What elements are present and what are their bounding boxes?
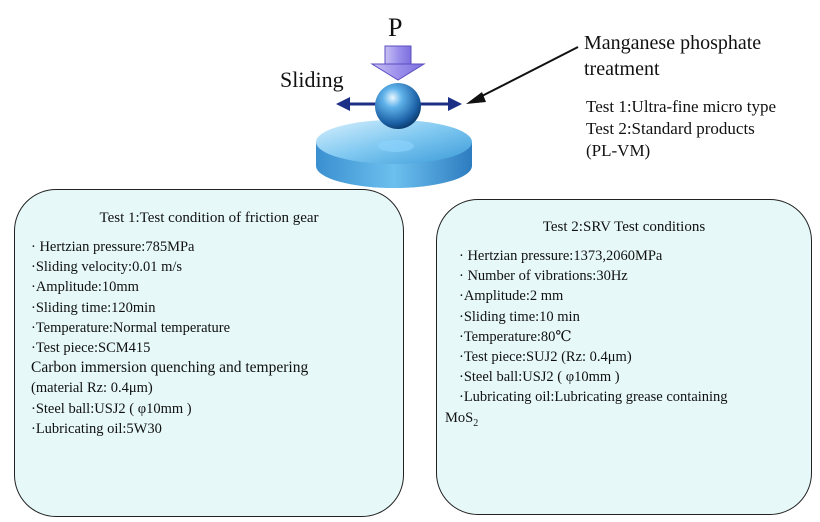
condition-line: ·Temperature:80℃	[459, 328, 572, 345]
steel-ball	[375, 83, 421, 129]
condition-line: ·Lubricating oil:Lubricating grease cont…	[459, 389, 728, 406]
test-list-item: Test 2:Standard products	[586, 119, 755, 138]
pointer-arrow	[466, 46, 579, 104]
test1-conditions-box: Test 1:Test condition of friction gear ·…	[14, 189, 404, 517]
condition-line: ·Test piece:SCM415	[31, 340, 151, 357]
condition-line: ·Sliding time:120min	[31, 299, 156, 316]
test2-lines: · Hertzian pressure:1373,2060MPa · Numbe…	[445, 246, 807, 434]
test1-lines: · Hertzian pressure:785MPa ·Sliding velo…	[31, 237, 393, 439]
condition-line: ·Sliding velocity:0.01 m/s	[31, 259, 183, 276]
condition-line: ·Temperature:Normal temperature	[31, 319, 231, 336]
condition-line: Carbon immersion quenching and tempering	[31, 359, 309, 377]
load-arrow	[370, 45, 426, 81]
condition-line: ·Amplitude:10mm	[31, 279, 139, 296]
condition-line: ·Steel ball:USJ2 ( φ10mm )	[459, 369, 620, 386]
load-label: P	[388, 13, 403, 42]
sliding-label: Sliding	[280, 67, 344, 92]
condition-line: ·Amplitude:2 mm	[459, 288, 564, 305]
condition-line: · Number of vibrations:30Hz	[459, 268, 628, 285]
test-disc	[316, 120, 472, 188]
condition-line: ·Test piece:SUJ2 (Rz: 0.4μm)	[459, 349, 632, 366]
condition-line: · Hertzian pressure:785MPa	[31, 239, 195, 255]
mos-text: MoS	[445, 409, 474, 426]
test2-conditions-box: Test 2:SRV Test conditions · Hertzian pr…	[436, 199, 812, 515]
mos-subscript: 2	[473, 417, 479, 429]
condition-line: ·Steel ball:USJ2 ( φ10mm )	[31, 400, 192, 417]
condition-line: ·Lubricating oil:5W30	[31, 420, 162, 437]
test-list: Test 1:Ultra-fine micro type Test 2:Stan…	[586, 96, 776, 162]
test2-title: Test 2:SRV Test conditions	[542, 219, 706, 235]
condition-line-mos2: MoS2	[445, 408, 807, 434]
condition-line: ·Sliding time:10 min	[459, 308, 580, 325]
treatment-title: Manganese phosphate treatment	[584, 32, 762, 80]
test-setup-diagram	[316, 45, 579, 188]
test-list-item: Test 1:Ultra-fine micro type	[586, 97, 776, 116]
condition-line: · Hertzian pressure:1373,2060MPa	[459, 248, 663, 264]
test1-title: Test 1:Test condition of friction gear	[99, 210, 319, 226]
test-list-item: (PL-VM)	[586, 141, 651, 160]
condition-line: (material Rz: 0.4μm)	[31, 380, 153, 397]
